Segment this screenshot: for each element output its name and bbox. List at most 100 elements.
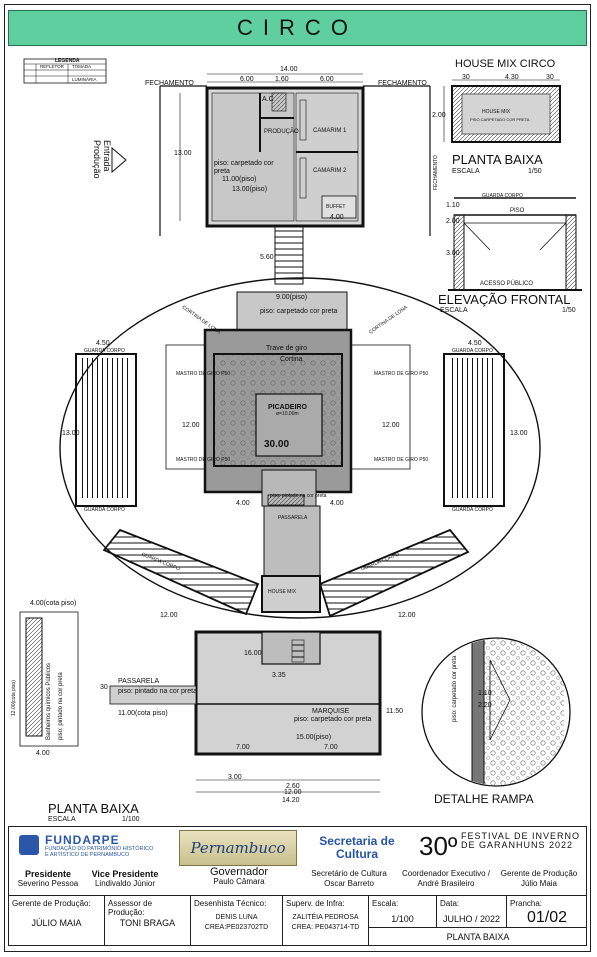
side-stand-width: 4.50	[96, 340, 110, 347]
marquise-label: MARQUISE	[312, 708, 350, 715]
dim: 30	[462, 74, 470, 81]
dim: 13.00(piso)	[232, 186, 268, 193]
elev-label: FECHAMENTO	[433, 155, 439, 190]
room-label: A.C	[262, 96, 274, 103]
fechamento-label: FECHAMENTO	[145, 80, 194, 87]
legend	[23, 58, 107, 84]
ring-label: piso: pintado na cor preta	[270, 493, 327, 499]
house-mix-title: HOUSE MIX CIRCO	[455, 58, 556, 70]
dim: 1.10	[446, 202, 460, 209]
dim: 11.50	[386, 708, 403, 715]
legend-title: LEGENDA	[55, 58, 80, 64]
dim: 30	[546, 74, 554, 81]
dim: 3.00	[228, 774, 242, 781]
dim: 4.00	[330, 500, 344, 507]
house-mix-box-label: HOUSE MIX	[268, 589, 297, 595]
dim: 14.00	[280, 66, 298, 73]
dim: 11.00(cota piso)	[118, 710, 168, 717]
room-label: CAMARIM 1	[313, 128, 347, 134]
ring-label: ø=10.00m	[276, 411, 299, 417]
cell-gerente: Gerente de Produção:JÚLIO MAIA	[9, 896, 105, 945]
dim: 12.00	[182, 422, 200, 429]
front-passarela-floor: piso: pintado na cor preta	[118, 688, 197, 695]
dim: 12.00	[382, 422, 400, 429]
front-passarela-label: PASSARELA	[118, 678, 160, 685]
fundarpe-name: FUNDARPE	[45, 833, 120, 847]
backstage-building	[159, 73, 431, 285]
dim: 30.00	[264, 439, 290, 450]
mastro-label: MASTRO DE GIRO P50	[374, 457, 429, 463]
person-coordenador: Coordenador Executivo /André Brasileiro	[401, 869, 491, 888]
fundarpe-subtitle: FUNDAÇÃO DO PATRIMÔNIO HISTÓRICO E ARTÍS…	[45, 846, 154, 858]
cell-assessor: Assessor de Produção:TONI BRAGA	[105, 896, 191, 945]
dim: 4.00	[330, 214, 344, 221]
mastro-label: MASTRO DE GIRO P50	[176, 371, 231, 377]
public-toilets	[19, 611, 79, 747]
dim: 4.00(cota piso)	[30, 600, 77, 607]
arena-tent-outline	[59, 277, 541, 619]
rail-label: GUARDA CORPO	[452, 348, 493, 354]
pernambuco-logo: Pernambuco	[179, 830, 297, 866]
elevation-title: ELEVAÇÃO FRONTAL	[438, 292, 571, 307]
elev-label: ACESSO PÚBLICO	[480, 281, 534, 287]
title-bar: CIRCO	[8, 10, 587, 46]
house-mix-floor: PISO CARPETADO COR PRETA	[470, 117, 530, 122]
rail-label: GUARDA CORPO	[84, 507, 125, 513]
stage-floor: piso: carpetado cor preta	[260, 308, 338, 315]
scale-value: 1/50	[562, 307, 576, 314]
ring-label: Trave de giro	[266, 345, 307, 352]
dim: 13.00	[174, 150, 192, 157]
dim: 5.60	[260, 254, 274, 261]
ramp-title: DETALHE RAMPA	[434, 792, 534, 806]
mastro-label: MASTRO DE GIRO P50	[176, 457, 231, 463]
ring-label: PASSARELA	[278, 515, 308, 521]
dim: 15.00(piso)	[296, 734, 332, 741]
dim: 7.00	[236, 744, 250, 751]
side-stand-depth: 13.00	[62, 430, 80, 437]
dim: 30	[100, 684, 108, 691]
plan-scale: 1/100	[122, 816, 140, 823]
dim: 12.00(cota piso)	[11, 680, 17, 716]
drawing-title: CIRCO	[237, 15, 358, 40]
side-stands	[75, 353, 505, 507]
festival-number: 30º	[419, 831, 458, 861]
house-mix-label: HOUSE MIX	[482, 109, 511, 115]
cell-escala: Escala:1/100	[369, 896, 437, 927]
cell-prancha: Prancha:01/02	[510, 899, 568, 926]
side-stand-width: 4.50	[468, 340, 482, 347]
backstage-floor: piso: carpetado cor preta	[214, 160, 274, 175]
dim: 16.00	[244, 650, 262, 657]
marquise-building	[194, 630, 382, 793]
title-block-info: Gerente de Produção:JÚLIO MAIA Assessor …	[8, 896, 587, 946]
title-block: FUNDARPE FUNDAÇÃO DO PATRIMÔNIO HISTÓRIC…	[8, 826, 587, 948]
mastro-label: MASTRO DE GIRO P50	[374, 371, 429, 377]
entrada-label: Entrada Produção	[92, 140, 112, 179]
rail-label: GUARDA CORPO	[452, 507, 493, 513]
dim: 7.00	[324, 744, 338, 751]
toilets-label: Banheiros químicos Públicos	[46, 662, 52, 740]
dim: 6.00	[240, 76, 254, 83]
fundarpe-mark-icon	[19, 835, 39, 855]
marquise-floor: piso: carpetado cor preta	[294, 716, 372, 723]
dim: 4.00	[236, 500, 250, 507]
scale-label: ESCALA	[440, 307, 468, 314]
room-label: CAMARIM 2	[313, 168, 347, 174]
elev-label: GUARDA CORPO	[482, 193, 523, 199]
front-stand-length: 12.00	[160, 612, 178, 619]
side-stand-depth: 13.00	[510, 430, 528, 437]
front-stand-length: 12.00	[398, 612, 416, 619]
dim: 1.60	[275, 76, 289, 83]
plan-scale-label: ESCALA	[48, 816, 76, 823]
ring-label: PICADEIRO	[268, 404, 307, 411]
dim: 2.60	[286, 783, 300, 790]
sheet-name: PLANTA BAIXA	[369, 927, 587, 946]
house-mix-plan	[443, 79, 561, 143]
front-passarela	[109, 685, 197, 705]
